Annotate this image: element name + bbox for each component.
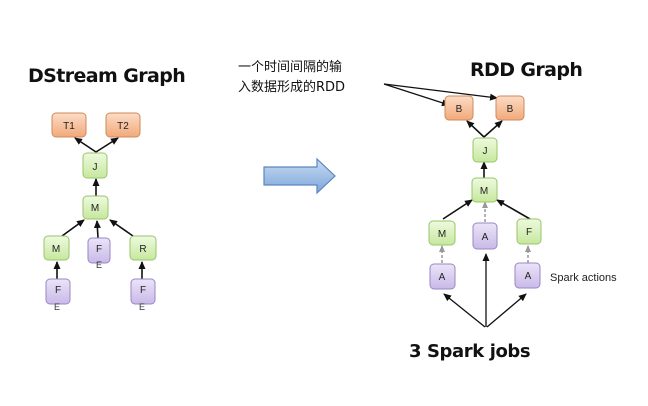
dstream-title: DStream Graph xyxy=(28,65,185,87)
rdd-annotation-pointers xyxy=(383,83,498,107)
node-label: A xyxy=(525,271,532,282)
dstream-node-t2: T2 xyxy=(105,112,141,138)
transform-arrow-icon xyxy=(263,157,336,195)
node-sublabel: E xyxy=(96,260,102,270)
rdd-annotation-line1: 一个时间间隔的输 xyxy=(238,59,342,75)
dstream-node-m-top: M xyxy=(82,195,109,220)
node-label: M xyxy=(438,229,446,240)
node-label: F xyxy=(55,285,61,296)
dstream-node-t1: T1 xyxy=(51,112,87,138)
node-sublabel: E xyxy=(139,302,145,312)
rdd-node-b2: B xyxy=(495,95,525,121)
rdd-node-a-left: A xyxy=(429,263,456,290)
rdd-node-j: J xyxy=(472,137,498,163)
rdd-edges xyxy=(439,120,531,263)
rdd-node-m-left: M xyxy=(428,220,456,246)
rdd-node-a-mid: A xyxy=(472,222,498,250)
node-label: F xyxy=(526,227,532,238)
node-sublabel: E xyxy=(54,302,60,312)
dstream-edges xyxy=(53,137,146,279)
node-label: J xyxy=(483,146,488,157)
rdd-title: RDD Graph xyxy=(470,59,582,81)
node-label: R xyxy=(139,244,146,255)
dstream-node-j: J xyxy=(82,152,108,179)
node-label: B xyxy=(507,104,514,115)
dstream-node-f-right: F E xyxy=(130,278,156,312)
node-label: A xyxy=(482,232,489,243)
spark-jobs-label: 3 Spark jobs xyxy=(409,341,530,362)
node-label: M xyxy=(91,203,99,214)
dstream-node-f-mid: F E xyxy=(87,237,111,270)
rdd-node-m-top: M xyxy=(471,177,498,203)
rdd-node-f-right: F xyxy=(516,218,542,245)
rdd-node-a-right: A xyxy=(514,262,541,289)
node-label: M xyxy=(480,186,488,197)
dstream-node-r: R xyxy=(129,235,157,261)
spark-actions-label: Spark actions xyxy=(550,272,617,284)
rdd-annotation-line2: 入数据形成的RDD xyxy=(238,79,345,95)
node-label: M xyxy=(52,244,60,255)
dstream-node-m-left: M xyxy=(43,235,70,261)
node-label: B xyxy=(456,104,463,115)
node-label: A xyxy=(439,272,446,283)
spark-job-arrows xyxy=(443,253,527,328)
dstream-node-f-left: F E xyxy=(45,278,71,312)
node-label: J xyxy=(93,162,98,173)
node-label: T1 xyxy=(63,121,75,132)
node-label: F xyxy=(96,244,102,255)
node-label: F xyxy=(140,285,146,296)
rdd-node-b1: B xyxy=(444,95,474,121)
node-label: T2 xyxy=(117,121,129,132)
